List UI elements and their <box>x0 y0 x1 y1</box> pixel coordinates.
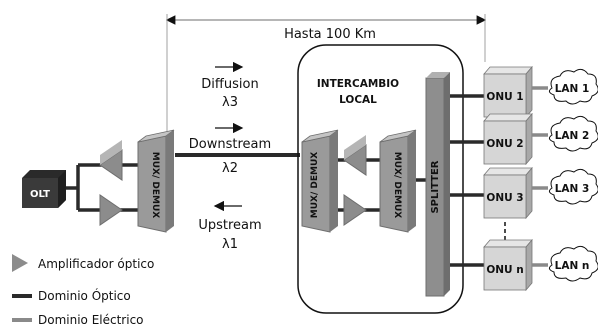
onu-2: ONU 2 <box>483 112 533 166</box>
lan-n-label: LAN n <box>555 260 590 272</box>
lan-n-cloud: LAN n <box>548 245 598 282</box>
mux-demux-left: MUX/ DEMUX <box>137 129 175 233</box>
exchange-line2: LOCAL <box>339 94 377 106</box>
signal-upstream: Upstream λ1 <box>198 200 262 252</box>
legend-electrical-label: Dominio Eléctrico <box>38 313 144 327</box>
exchange-line1: INTERCAMBIO <box>317 78 399 90</box>
distance-dimension: Hasta 100 Km <box>165 14 487 150</box>
signal-upstream-lambda: λ1 <box>222 237 238 252</box>
signal-downstream-lambda: λ2 <box>222 161 238 176</box>
lan-1-cloud: LAN 1 <box>548 68 598 105</box>
mux-demux-left-label: MUX/ DEMUX <box>150 152 160 219</box>
signal-upstream-name: Upstream <box>198 218 261 233</box>
lan-3-label: LAN 3 <box>555 183 590 195</box>
demux-mux-right: MUX/ DEMUX <box>301 129 339 233</box>
onu-3-label: ONU 3 <box>486 192 523 204</box>
lan-2-label: LAN 2 <box>555 130 590 142</box>
mux-demux-right: MUX/ DEMUX <box>379 129 417 233</box>
onu-3: ONU 3 <box>483 166 533 220</box>
onu-2-label: ONU 2 <box>486 138 523 150</box>
olt-label: OLT <box>30 189 50 200</box>
amplifier-left-bottom <box>99 194 123 226</box>
lan-1-label: LAN 1 <box>555 83 590 95</box>
signal-diffusion-lambda: λ3 <box>222 95 238 110</box>
lan-3-cloud: LAN 3 <box>548 168 598 205</box>
splitter: SPLITTER <box>425 72 450 297</box>
onu-n-label: ONU n <box>486 264 523 276</box>
legend-amplifier-icon <box>12 254 28 272</box>
signal-diffusion: Diffusion λ3 <box>201 61 259 110</box>
olt: OLT <box>22 170 66 208</box>
amplifier-right-bottom <box>343 194 367 226</box>
local-exchange-box <box>297 44 464 314</box>
legend: Amplificador óptico Dominio Óptico Domin… <box>12 254 154 327</box>
mux-demux-right-label: MUX/ DEMUX <box>392 152 402 219</box>
splitter-label: SPLITTER <box>430 160 441 213</box>
signal-downstream-name: Downstream <box>189 137 271 152</box>
signal-downstream: Downstream λ2 <box>189 122 271 176</box>
lan-2-cloud: LAN 2 <box>548 115 598 152</box>
distance-label: Hasta 100 Km <box>284 27 376 42</box>
onu-1: ONU 1 <box>483 65 533 119</box>
legend-optical-label: Dominio Óptico <box>38 288 131 303</box>
onu-1-label: ONU 1 <box>486 91 523 103</box>
legend-amplifier-label: Amplificador óptico <box>38 257 154 271</box>
onu-n: ONU n <box>483 238 533 292</box>
demux-mux-label: MUX/ DEMUX <box>310 152 320 219</box>
signal-diffusion-name: Diffusion <box>201 77 258 92</box>
